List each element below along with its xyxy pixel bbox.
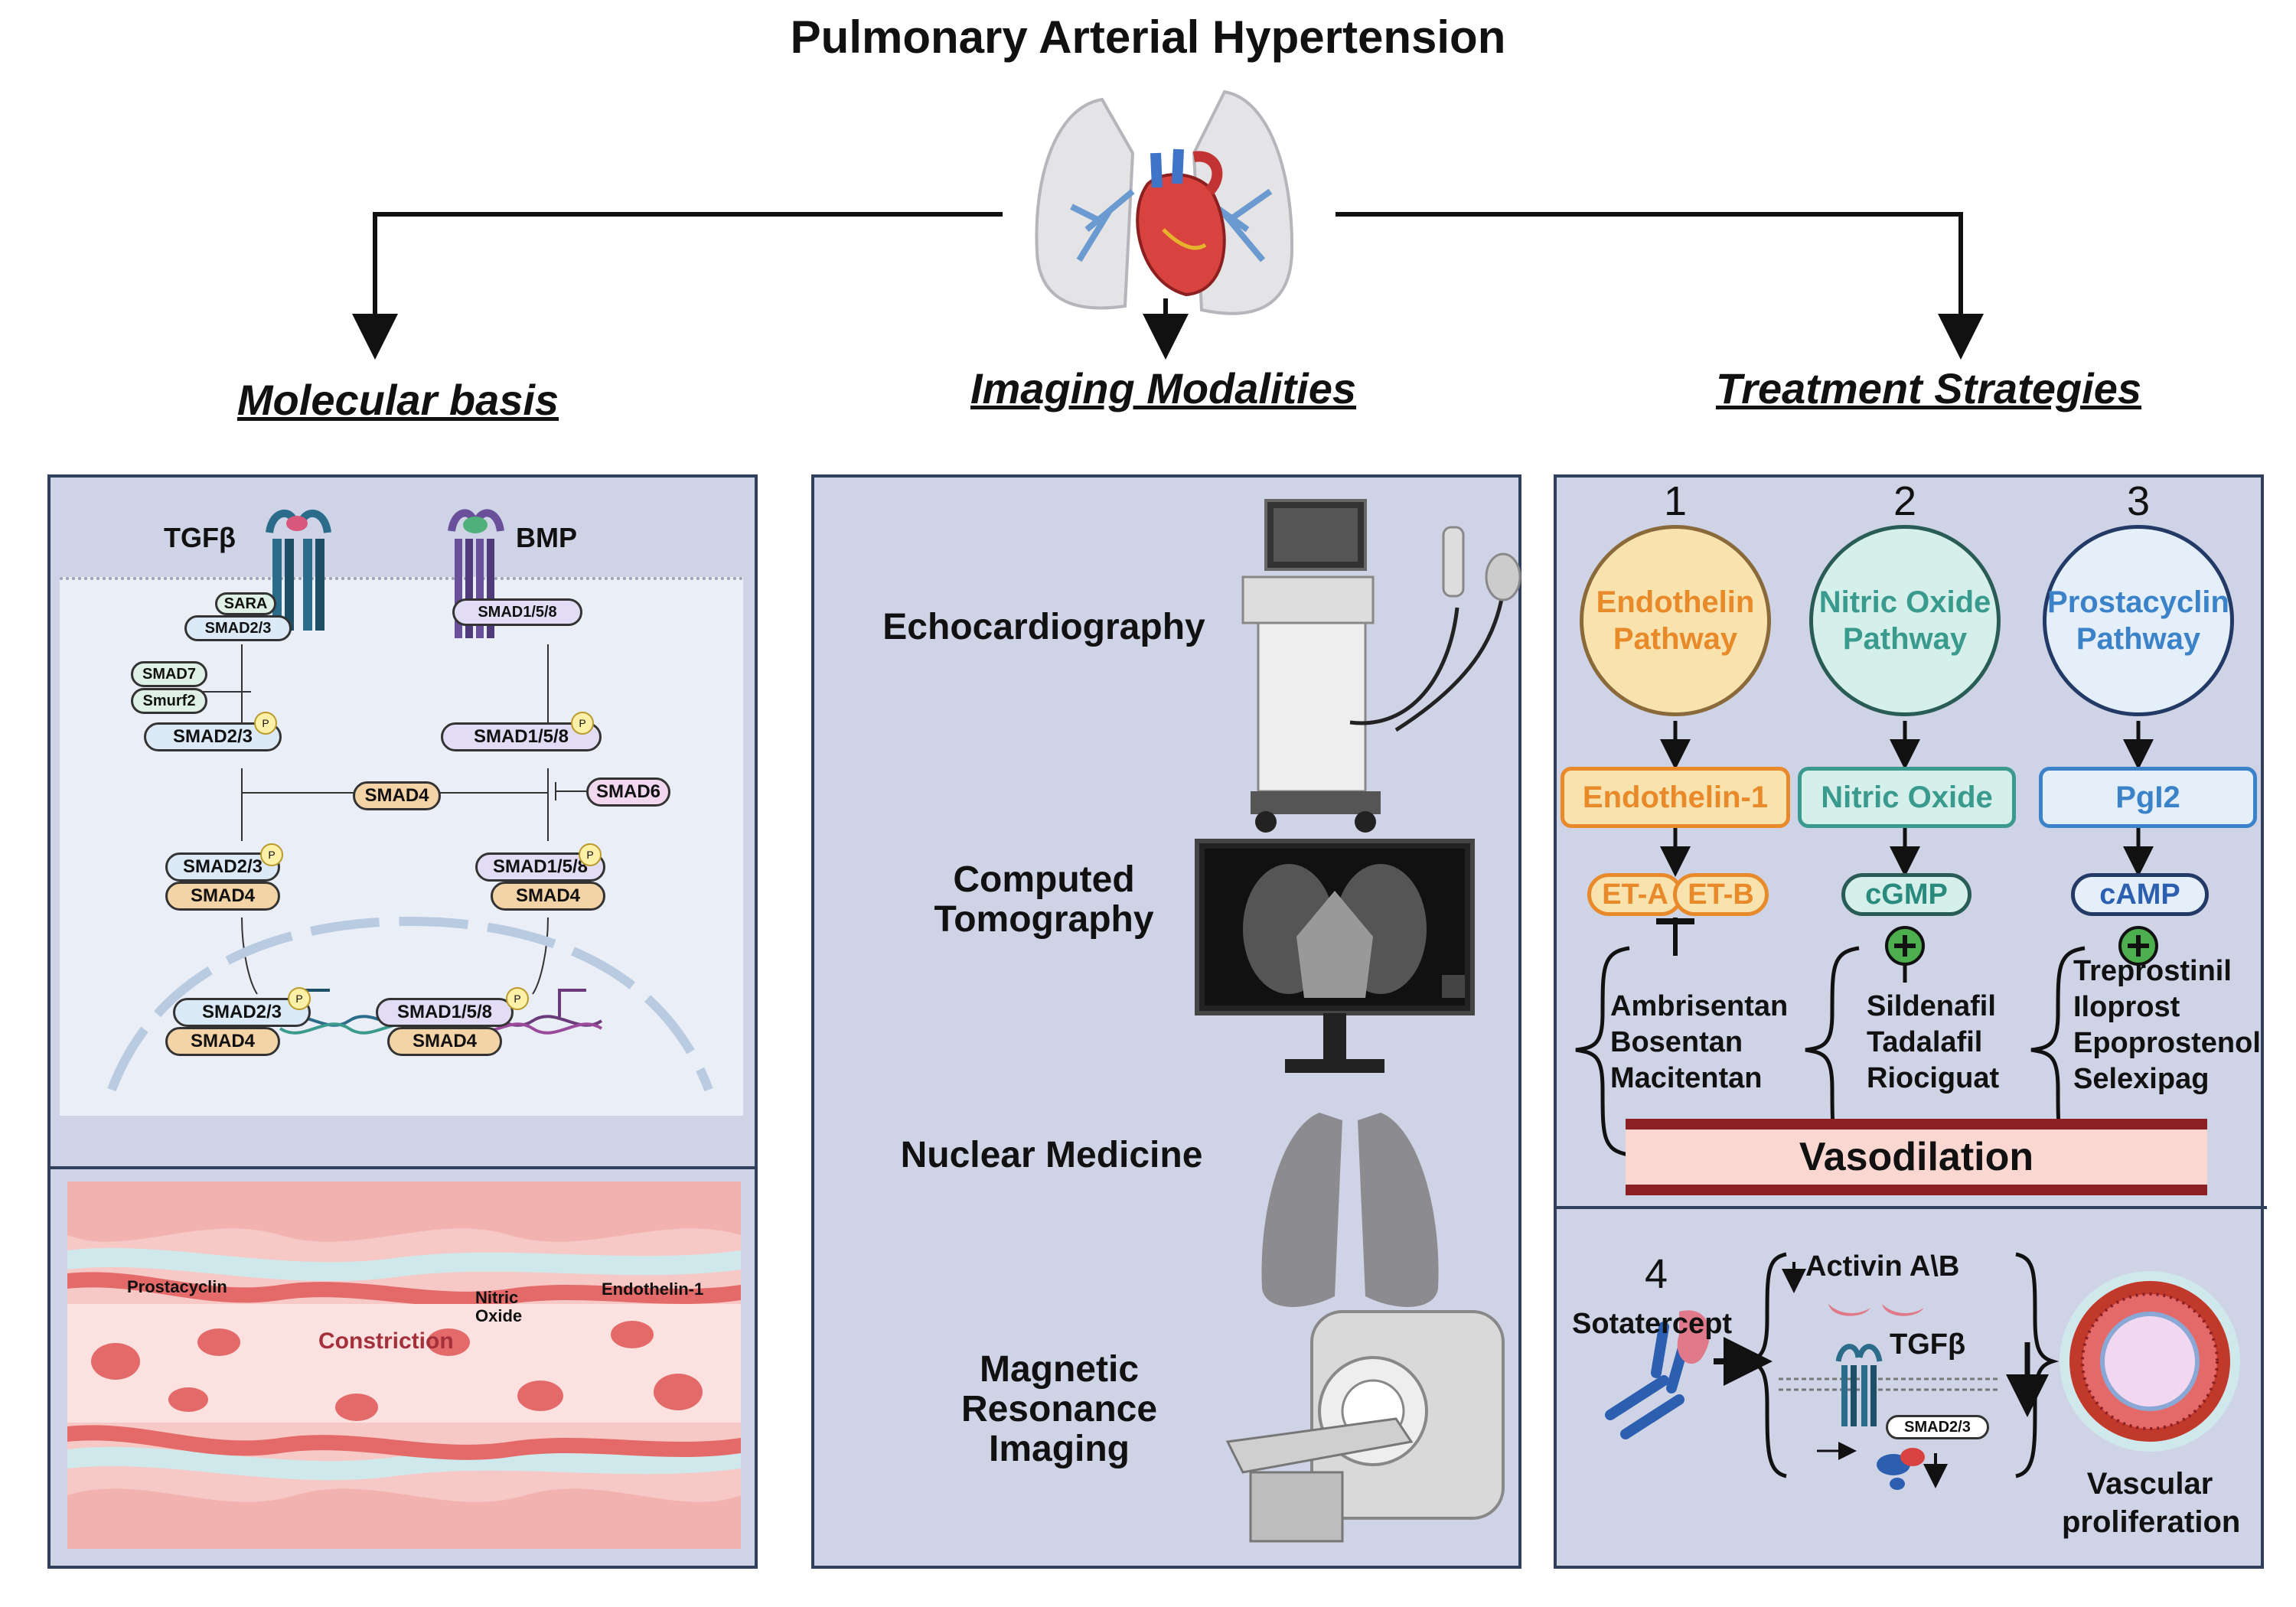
smad7-pill: SMAD7: [131, 661, 207, 687]
section-title-imaging: Imaging Modalities: [970, 364, 1357, 412]
smad4-complex-pill: SMAD4: [491, 882, 605, 911]
mri-scanner-icon: [1225, 1310, 1505, 1543]
phosphate-tag: P: [506, 987, 529, 1010]
smad23-treatment-pill: SMAD2/3: [1886, 1415, 1989, 1439]
smad158-receptor-pill: SMAD1/5/8: [452, 598, 582, 626]
phosphate-tag: P: [571, 712, 594, 735]
smad4-nuclear-pill: SMAD4: [165, 1027, 280, 1056]
drug-item: Bosentan: [1610, 1026, 1743, 1058]
section-title-molecular: Molecular basis: [236, 376, 559, 424]
smad4-nuclear-pill: SMAD4: [387, 1027, 502, 1056]
smad23-receptor-pill: SMAD2/3: [184, 615, 292, 641]
pathway-number: 1: [1663, 478, 1688, 524]
vessel-endothelin-label: Endothelin-1: [602, 1279, 704, 1299]
vascular-proliferation-label: Vascular proliferation: [2062, 1467, 2241, 1539]
sotatercept-label: Sotatercept: [1572, 1308, 1733, 1340]
tgfb-label: TGFβ: [164, 522, 236, 553]
prostacyclin-pathway-circle: Prostacyclin Pathway: [2043, 525, 2234, 716]
vessel-constriction-label: Constriction: [318, 1328, 454, 1354]
page-title: Pulmonary Arterial Hypertension: [790, 11, 1506, 63]
smad4-complex-pill: SMAD4: [165, 882, 280, 911]
vasodilation-label: Vasodilation: [1799, 1135, 2034, 1179]
activin-label: Activin A\B: [1805, 1250, 1960, 1283]
camp-pill: cAMP: [2071, 873, 2209, 916]
drug-item: Tadalafil: [1867, 1026, 1983, 1058]
smad158-complex-pill: SMAD1/5/8: [475, 852, 605, 882]
nuclear-label: Nuclear Medicine: [900, 1135, 1203, 1175]
vessel-prostacyclin-label: Prostacyclin: [127, 1277, 227, 1296]
endothelin-pathway-circle: Endothelin Pathway: [1580, 525, 1771, 716]
drug-item: Selexipag: [2073, 1063, 2210, 1095]
cgmp-pill: cGMP: [1841, 873, 1971, 916]
molecular-panel: TGFβ BMP SARA SMAD2/3 SMAD1/5/8 S: [47, 474, 758, 1569]
endothelin-drug-list: Ambrisentan Bosentan Macitentan: [1610, 989, 1788, 1097]
treatment-arrows: [1557, 721, 2267, 1490]
sara-pill: SARA: [215, 592, 276, 615]
phosphate-tag: P: [288, 987, 311, 1010]
smad4-pill: SMAD4: [353, 781, 441, 810]
pathway-number: 3: [2126, 478, 2151, 524]
nitric-oxide-drug-list: Sildenafil Tadalafil Riociguat: [1867, 989, 1999, 1097]
ct-label: Computed Tomography: [934, 859, 1154, 940]
drug-item: Sildenafil: [1867, 990, 1996, 1022]
ct-monitor-icon: [1195, 839, 1475, 1073]
bmp-label: BMP: [516, 522, 577, 553]
eta-receptor-pill: ET-A: [1587, 873, 1683, 916]
section-title-treatment: Treatment Strategies: [1715, 364, 2142, 412]
smad6-pill: SMAD6: [586, 777, 670, 807]
nitric-oxide-pathway-circle: Nitric Oxide Pathway: [1809, 525, 2001, 716]
pathway-number: 2: [1893, 478, 1917, 524]
ultrasound-machine-icon: [1241, 499, 1521, 833]
mri-label: Magnetic Resonance Imaging: [960, 1349, 1158, 1469]
pathway-number: 4: [1644, 1251, 1668, 1297]
drug-item: Riociguat: [1867, 1062, 2000, 1094]
panel-divider: [51, 1166, 755, 1169]
vessel-nitric-oxide-label: Nitric Oxide: [475, 1288, 523, 1325]
smurf2-pill: Smurf2: [131, 688, 207, 714]
nitric-oxide-box: Nitric Oxide: [1798, 767, 2016, 828]
lungs-icon: [1261, 1113, 1439, 1307]
imaging-icons: [1195, 499, 1521, 1543]
echo-label: Echocardiography: [882, 607, 1205, 647]
smad23-complex-pill: SMAD2/3: [165, 852, 280, 882]
drug-item: Epoprostenol: [2073, 1027, 2261, 1059]
drug-item: Iloprost: [2073, 991, 2180, 1023]
phosphate-tag: P: [260, 843, 283, 866]
phosphate-tag: P: [254, 712, 277, 735]
pgi2-box: PgI2: [2039, 767, 2257, 828]
smad158-nuclear-pill: SMAD1/5/8: [376, 998, 514, 1027]
treatment-panel: 1 2 3 Endothelin Pathway Nitric Oxide Pa…: [1554, 474, 2267, 1569]
tgfb-treatment-label: TGFβ: [1890, 1328, 1966, 1361]
endothelin-1-box: Endothelin-1: [1561, 767, 1790, 828]
prostacyclin-drug-list: Treprostinil Iloprost Epoprostenol Selex…: [2073, 953, 2261, 1097]
drug-item: Ambrisentan: [1610, 990, 1789, 1022]
phosphate-tag: P: [579, 843, 602, 866]
etb-receptor-pill: ET-B: [1673, 873, 1769, 916]
drug-item: Treprostinil: [2073, 955, 2232, 987]
drug-item: Macitentan: [1610, 1062, 1763, 1094]
vessel-illustration: [67, 1182, 741, 1549]
imaging-panel: Echocardiography Computed Tomography Nuc…: [811, 474, 1521, 1569]
